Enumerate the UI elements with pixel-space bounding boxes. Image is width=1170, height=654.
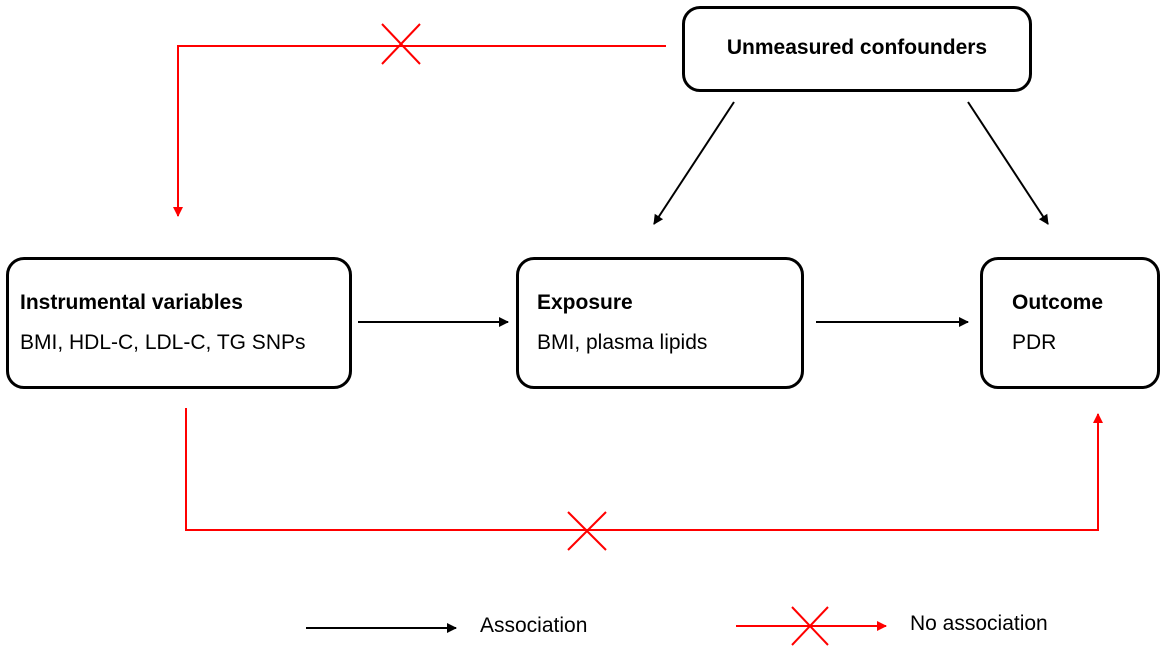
node-title: Exposure	[537, 291, 633, 314]
node-outcome: Outcome PDR	[980, 257, 1160, 389]
legend-association-label: Association	[480, 614, 588, 637]
node-title: Instrumental variables	[20, 291, 243, 314]
arrow-confounders-to-outcome	[967, 101, 1049, 225]
legend-no-association-symbol	[736, 606, 887, 646]
node-subtitle: BMI, HDL-C, LDL-C, TG SNPs	[20, 331, 306, 354]
node-instrumental-variables: Instrumental variables BMI, HDL-C, LDL-C…	[6, 257, 352, 389]
arrow-confounders-to-exposure	[653, 101, 735, 225]
legend-no-association-label: No association	[910, 612, 1048, 635]
node-title: Outcome	[1012, 291, 1104, 314]
arrow-instrumental-to-outcome-no-association	[185, 408, 1103, 531]
node-unmeasured-confounders: Unmeasured confounders	[682, 6, 1032, 92]
cross-mark-top	[381, 23, 421, 65]
node-title: Unmeasured confounders	[726, 36, 988, 59]
arrow-confounders-to-instrumental-no-association	[173, 45, 666, 217]
cross-mark-bottom	[567, 511, 607, 551]
node-exposure: Exposure BMI, plasma lipids	[516, 257, 804, 389]
node-subtitle: PDR	[1012, 331, 1057, 354]
node-subtitle: BMI, plasma lipids	[537, 331, 708, 354]
